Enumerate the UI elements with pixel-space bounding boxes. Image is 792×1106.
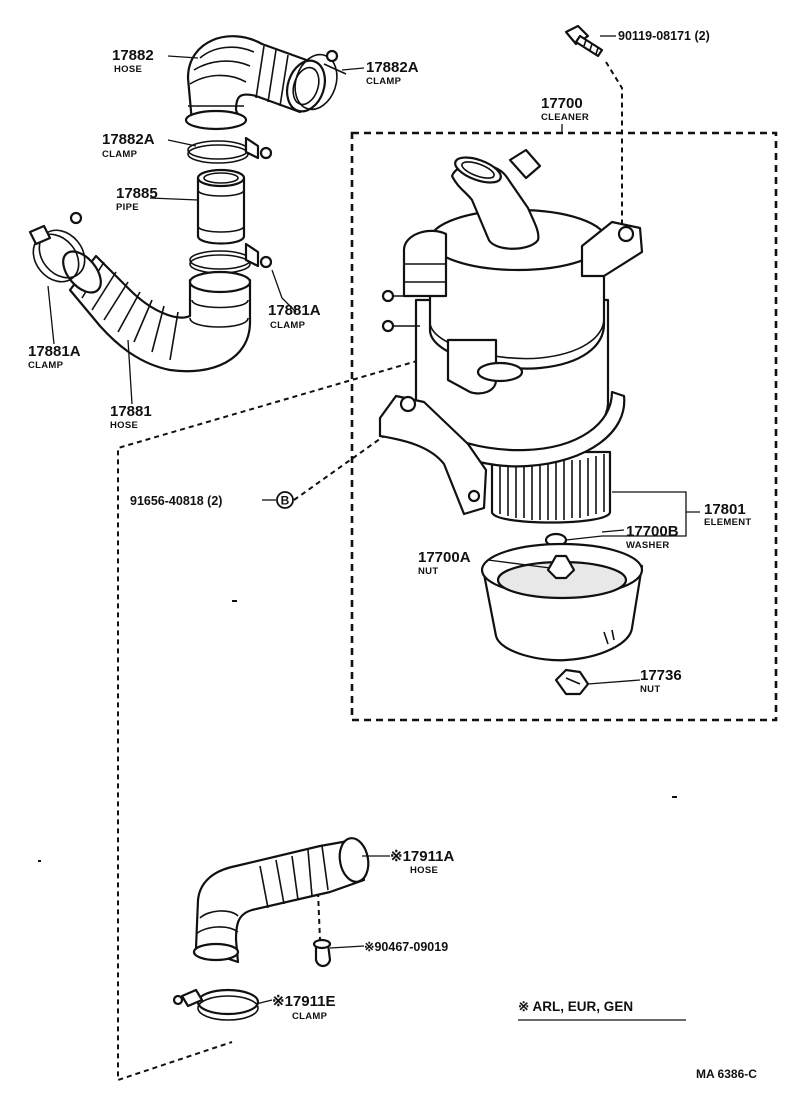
- callout-desc: NUT: [418, 566, 438, 577]
- callout-number: 17881: [110, 403, 152, 420]
- callout-17700b-washer: 17700B WASHER: [626, 523, 679, 551]
- callout-17881-hose: 17881 HOSE: [110, 403, 152, 431]
- callout-desc: WASHER: [626, 540, 670, 551]
- callout-number: ※17911E: [272, 993, 335, 1010]
- callout-number: 17885: [116, 185, 158, 202]
- grommet-90467: [312, 938, 332, 968]
- callout-desc: HOSE: [110, 420, 138, 431]
- bolt-b-marker-label: B: [281, 494, 290, 508]
- clamp-17911e: [172, 988, 260, 1021]
- callout-desc: CLAMP: [366, 76, 402, 87]
- callout-17801-element: 17801 ELEMENT: [704, 501, 752, 528]
- callout-17885-pipe: 17885 PIPE: [116, 185, 158, 213]
- clamp-17881a-left: [28, 211, 86, 283]
- clamp-17882a-mid: [187, 136, 273, 164]
- grommet-guide-line: [317, 891, 321, 941]
- callout-17700-cleaner: 17700 CLEANER: [541, 95, 589, 123]
- cleaner-assembly-box: [350, 131, 778, 722]
- callout-desc: CLEANER: [541, 112, 589, 123]
- callout-desc: HOSE: [410, 865, 438, 876]
- callout-desc: HOSE: [114, 64, 142, 75]
- callout-17882a-clamp-top: 17882A CLAMP: [366, 59, 419, 87]
- callout-desc: CLAMP: [102, 149, 138, 160]
- leader-lines: [47, 35, 700, 1021]
- element-pleats: [499, 454, 605, 520]
- bolt-b-marker: B: [276, 491, 294, 509]
- callout-number: 17882A: [102, 131, 155, 148]
- wing-nut-17700a: [546, 554, 576, 580]
- callout-number: 17881A: [268, 302, 321, 319]
- part-number-bolt-b: 91656-40818 (2): [130, 494, 222, 508]
- hose-17881: [62, 250, 252, 373]
- hose-17911a: [192, 837, 370, 964]
- callout-number: 17882: [112, 47, 154, 64]
- callout-desc: CLAMP: [270, 320, 306, 331]
- callout-17882a-clamp-mid: 17882A CLAMP: [102, 131, 155, 160]
- callout-number: ※17911A: [390, 848, 454, 865]
- callout-desc: PIPE: [116, 202, 139, 213]
- part-number-bolt-top: 90119-08171 (2): [618, 29, 710, 43]
- pipe-17885: [196, 168, 246, 245]
- part-number-grommet: ※90467-09019: [364, 940, 448, 954]
- wing-nut-17736: [554, 668, 590, 696]
- scan-specks: [38, 600, 677, 862]
- callout-desc: CLAMP: [292, 1011, 328, 1022]
- callout-desc: CLAMP: [28, 360, 64, 371]
- callout-number: 17881A: [28, 343, 81, 360]
- drawing-code: MA 6386-C: [696, 1067, 757, 1081]
- callout-desc: ELEMENT: [704, 517, 752, 528]
- callout-number: 17700: [541, 95, 583, 112]
- callout-number: 17700A: [418, 549, 471, 566]
- bolt-90119: [564, 24, 604, 58]
- callout-17881a-clamp-right: 17881A CLAMP: [268, 302, 321, 331]
- callout-17736-nut: 17736 NUT: [640, 667, 682, 695]
- dashed-guides: [117, 61, 778, 1082]
- clamp-17881a-right: [189, 242, 273, 274]
- callout-17882-hose: 17882 HOSE: [112, 47, 154, 75]
- upper-hose-17882: [184, 35, 327, 131]
- callout-17911e-clamp: ※17911E CLAMP: [272, 993, 335, 1022]
- b-bolt-guide-line: [293, 435, 385, 501]
- applicability-note: ※ ARL, EUR, GEN: [518, 999, 633, 1014]
- callout-17911a-hose: ※17911A HOSE: [390, 848, 454, 876]
- callout-17881a-clamp-left: 17881A CLAMP: [28, 343, 81, 371]
- bolt-guide-line: [605, 61, 623, 226]
- callout-number: 17700B: [626, 523, 679, 540]
- callout-number: 17801: [704, 501, 746, 518]
- callout-desc: NUT: [640, 684, 660, 695]
- clamp-17882a-top: [294, 49, 347, 111]
- callout-number: 17882A: [366, 59, 419, 76]
- callout-number: 17736: [640, 667, 682, 684]
- callout-17700a-nut: 17700A NUT: [418, 549, 471, 577]
- air-cleaner-17700: [378, 148, 644, 696]
